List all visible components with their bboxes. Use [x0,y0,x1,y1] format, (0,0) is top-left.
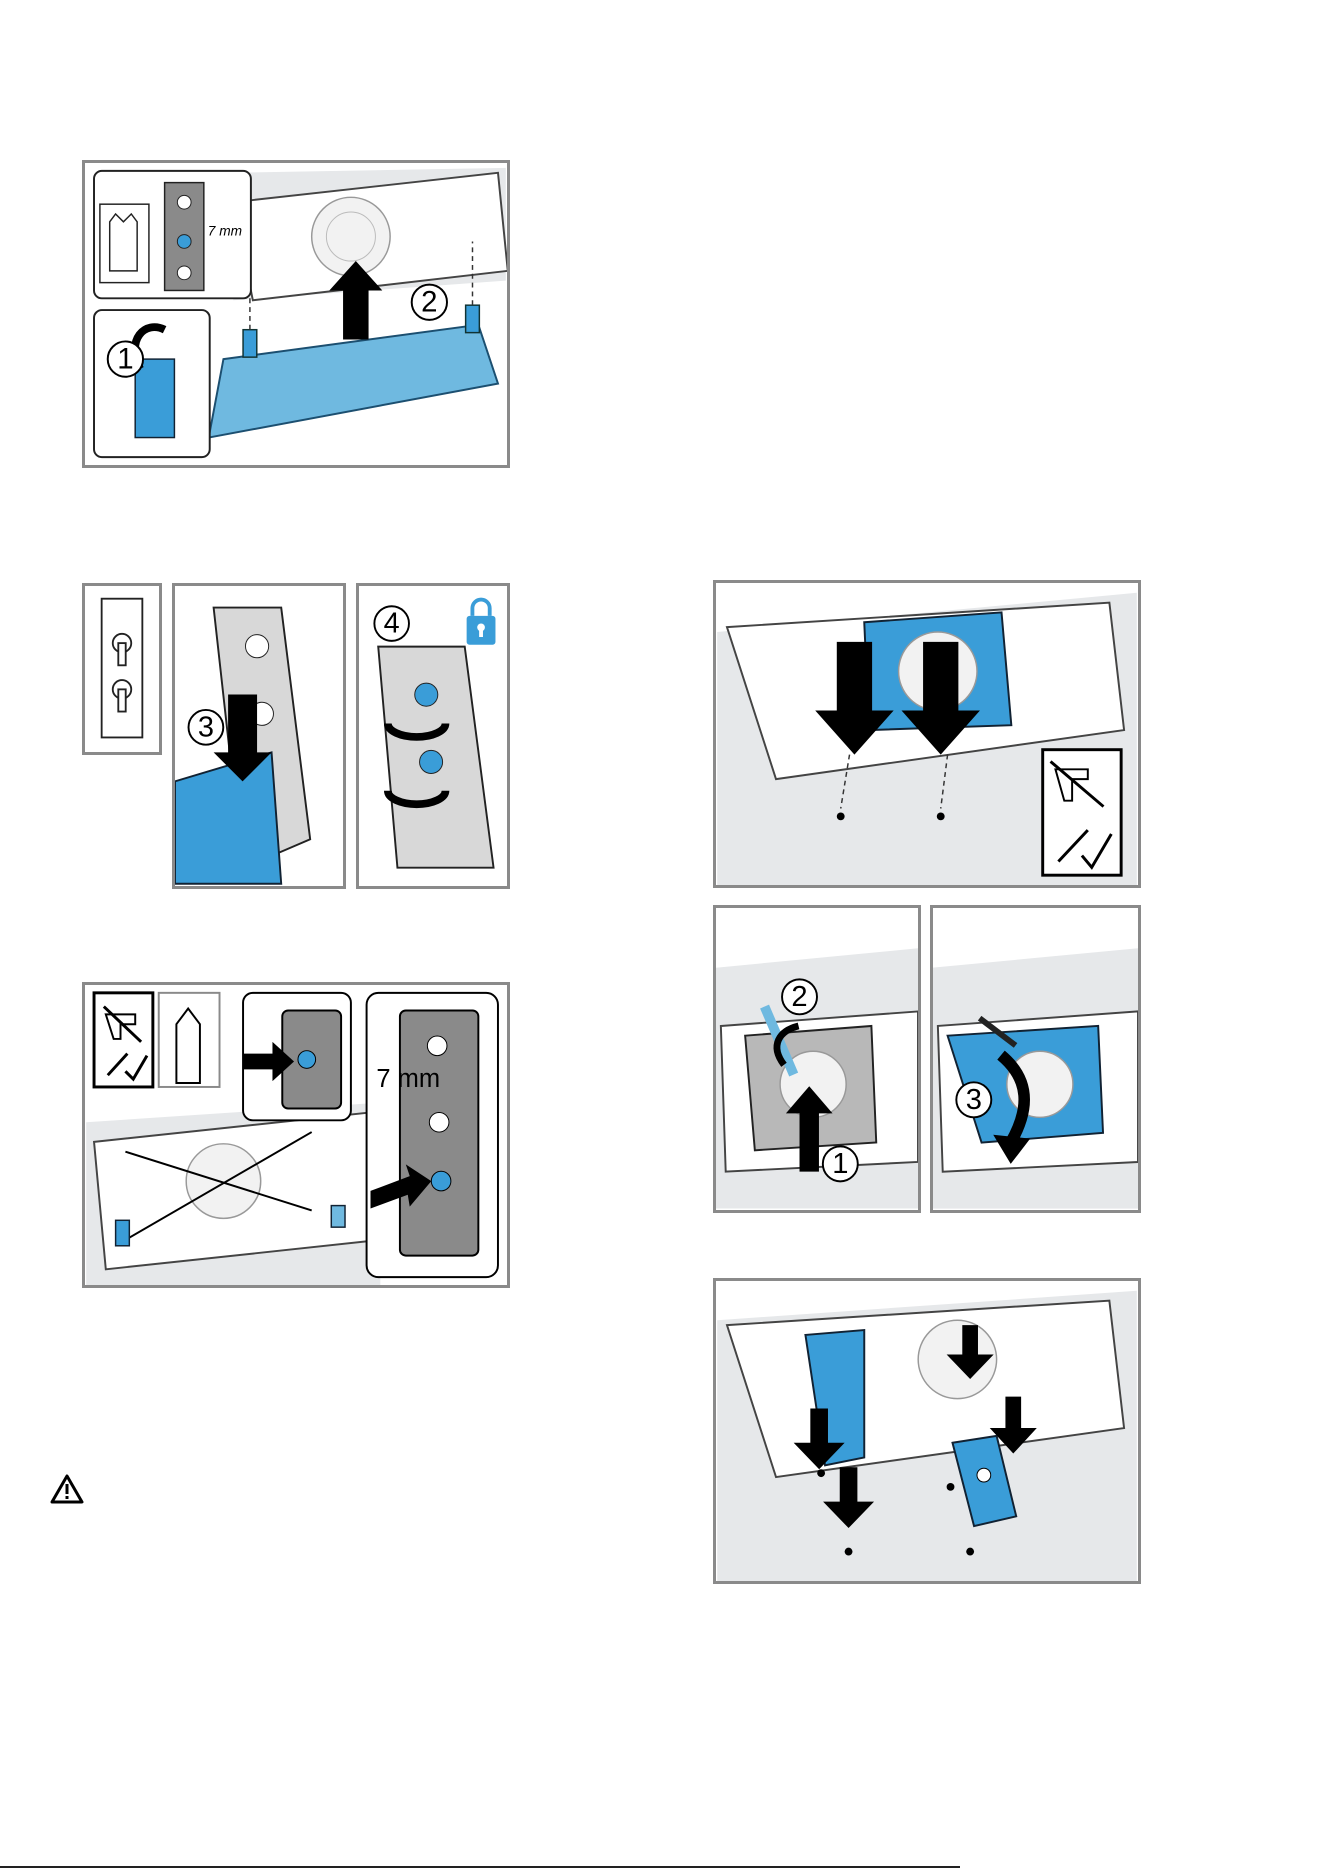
figure-4-filter-removal [713,580,1141,888]
figure-5-grease-filter-release: 2 1 [713,905,921,1213]
fig1-step-2: 2 [421,286,437,319]
fig1-dimension-label: 7 mm [208,224,242,239]
fig6-step-3: 3 [966,1084,982,1116]
figure-2-middle-detail: 3 [172,583,346,889]
figure-4-illustration [716,583,1138,885]
tool-shape-icon [176,1009,200,1084]
fig5-step-2: 2 [791,981,807,1013]
fig2-step-3: 3 [198,711,214,743]
figure-1-illustration: 7 mm 1 2 [85,163,507,465]
padlock-icon [467,600,496,645]
figure-5-illustration: 2 1 [716,908,918,1210]
figure-7-illustration [716,1281,1138,1581]
figure-6-filter-swing-down: 3 [930,905,1141,1213]
fig2-step-4: 4 [384,608,400,640]
warning-triangle-icon [50,1474,84,1504]
figure-3-bolt-insertion: 7 mm [82,982,510,1288]
figure-2-bracket-slide: 3 [175,586,343,886]
figure-2-keyhole-rail [85,586,159,752]
figure-2-bracket-locked: 4 [359,586,507,886]
fig1-step-1: 1 [117,343,133,376]
figure-7-remove-panels [713,1278,1141,1584]
figure-1-panel-mount: 7 mm 1 2 [82,160,510,468]
figure-2-right-detail: 4 [356,583,510,889]
figure-6-illustration: 3 [933,908,1138,1210]
figure-3-illustration: 7 mm [85,985,507,1285]
fig5-step-1: 1 [832,1148,848,1180]
footer-rule [0,1866,960,1868]
figure-2-left-detail [82,583,162,755]
fig3-dimension-label: 7 mm [376,1065,440,1093]
